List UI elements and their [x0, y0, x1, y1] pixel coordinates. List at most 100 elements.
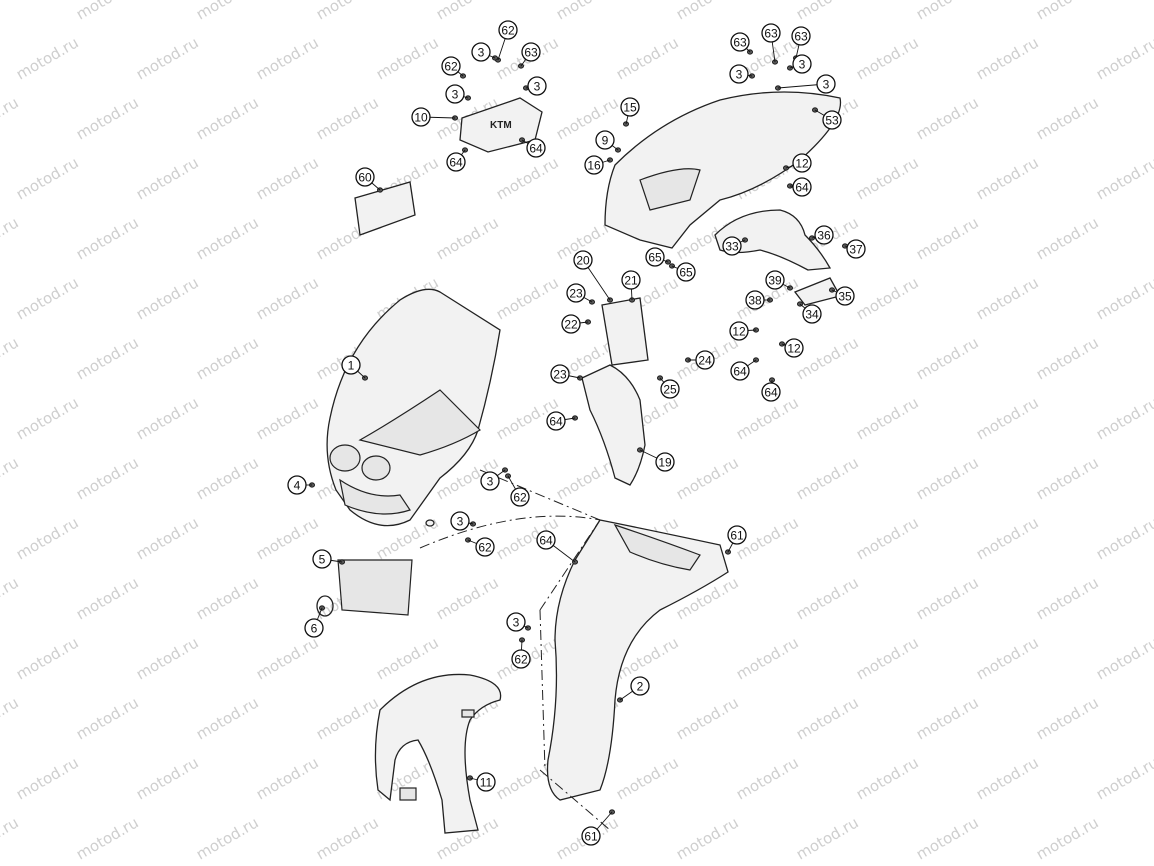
callout-label: 12: [795, 157, 809, 171]
callout-label: 4: [294, 479, 301, 493]
callout-label: 64: [764, 386, 778, 400]
watermark-text: motod.ru: [193, 573, 262, 623]
watermark-text: motod.ru: [793, 813, 862, 863]
callout-12: 12: [729, 321, 749, 341]
callout-62: 62: [441, 56, 461, 76]
watermark-text: motod.ru: [973, 633, 1042, 683]
callout-3: 3: [480, 471, 500, 491]
watermark-text: motod.ru: [913, 693, 982, 743]
callout-20: 20: [573, 250, 593, 270]
callout-36: 36: [814, 225, 834, 245]
callout-3: 3: [816, 74, 836, 94]
watermark-text: motod.ru: [0, 93, 22, 143]
callout-23: 23: [566, 283, 586, 303]
watermark-text: motod.ru: [253, 513, 322, 563]
watermark-text: motod.ru: [1093, 153, 1154, 203]
watermark-text: motod.ru: [853, 273, 922, 323]
callout-63: 63: [521, 42, 541, 62]
callout-22: 22: [561, 314, 581, 334]
callout-label: 19: [658, 456, 672, 470]
watermark-text: motod.ru: [733, 633, 802, 683]
watermark-text: motod.ru: [793, 453, 862, 503]
watermark-text: motod.ru: [493, 273, 562, 323]
rubber-ring: [316, 595, 334, 617]
callout-label: 12: [787, 342, 801, 356]
callout-label: 64: [549, 415, 563, 429]
callout-37: 37: [846, 239, 866, 259]
watermark-text: motod.ru: [0, 453, 22, 503]
watermark-text: motod.ru: [433, 213, 502, 263]
headlight-fairing: [326, 288, 501, 527]
callout-65: 65: [645, 247, 665, 267]
callout-label: 38: [748, 294, 762, 308]
watermark-text: motod.ru: [673, 693, 742, 743]
callout-label: 22: [564, 318, 578, 332]
watermark-text: motod.ru: [373, 33, 442, 83]
watermark-text: motod.ru: [13, 153, 82, 203]
watermark-text: motod.ru: [13, 393, 82, 443]
watermark-text: motod.ru: [193, 213, 262, 263]
callout-12: 12: [792, 153, 812, 173]
callout-label: 53: [825, 114, 839, 128]
watermark-text: motod.ru: [133, 33, 202, 83]
mesh-grille: [337, 559, 413, 616]
callout-34: 34: [802, 304, 822, 324]
callout-3: 3: [445, 84, 465, 104]
watermark-text: motod.ru: [13, 33, 82, 83]
svg-text:KTM: KTM: [490, 120, 512, 131]
callout-65: 65: [676, 262, 696, 282]
callout-label: 64: [449, 156, 463, 170]
watermark-text: motod.ru: [853, 633, 922, 683]
callout-5: 5: [312, 549, 332, 569]
front-fender: [374, 673, 502, 834]
watermark-text: motod.ru: [793, 573, 862, 623]
watermark-text: motod.ru: [913, 453, 982, 503]
callout-label: 64: [529, 142, 543, 156]
watermark-text: motod.ru: [433, 0, 502, 23]
callout-53: 53: [822, 110, 842, 130]
callout-label: 16: [587, 159, 601, 173]
callout-61: 61: [581, 826, 601, 846]
assembly-lines: [419, 469, 611, 831]
callout-19: 19: [655, 452, 675, 472]
callout-33: 33: [722, 236, 742, 256]
callout-label: 12: [732, 325, 746, 339]
watermark-text: motod.ru: [73, 573, 142, 623]
watermark-text: motod.ru: [253, 33, 322, 83]
callout-3: 3: [729, 64, 749, 84]
callout-38: 38: [745, 290, 765, 310]
callout-label: 65: [648, 251, 662, 265]
callout-label: 64: [795, 181, 809, 195]
callout-label: 36: [817, 229, 831, 243]
callout-label: 64: [733, 365, 747, 379]
watermark-text: motod.ru: [13, 513, 82, 563]
callout-4: 4: [287, 475, 307, 495]
watermark-text: motod.ru: [913, 813, 982, 863]
watermark-text: motod.ru: [0, 213, 22, 263]
watermark-text: motod.ru: [1093, 33, 1154, 83]
watermark-text: motod.ru: [253, 633, 322, 683]
watermark-text: motod.ru: [253, 273, 322, 323]
watermark-text: motod.ru: [133, 393, 202, 443]
watermark-text: motod.ru: [253, 153, 322, 203]
watermark-text: motod.ru: [973, 153, 1042, 203]
watermark-text: motod.ru: [1033, 93, 1102, 143]
tail-section: [604, 91, 842, 249]
callout-62: 62: [510, 487, 530, 507]
callout-label: 33: [725, 240, 739, 254]
watermark-text: motod.ru: [133, 273, 202, 323]
watermark-text: motod.ru: [313, 813, 382, 863]
watermark-text: motod.ru: [853, 33, 922, 83]
callout-label: 9: [602, 134, 609, 148]
callout-63: 63: [791, 26, 811, 46]
callout-label: 60: [358, 171, 372, 185]
watermark-text: motod.ru: [0, 813, 22, 863]
watermark-text: motod.ru: [673, 453, 742, 503]
watermark-text: motod.ru: [193, 333, 262, 383]
watermark-text: motod.ru: [553, 0, 622, 23]
callout-label: 5: [319, 553, 326, 567]
watermark-text: motod.ru: [0, 333, 22, 383]
watermark-text: motod.ru: [913, 0, 982, 23]
callout-63: 63: [730, 32, 750, 52]
